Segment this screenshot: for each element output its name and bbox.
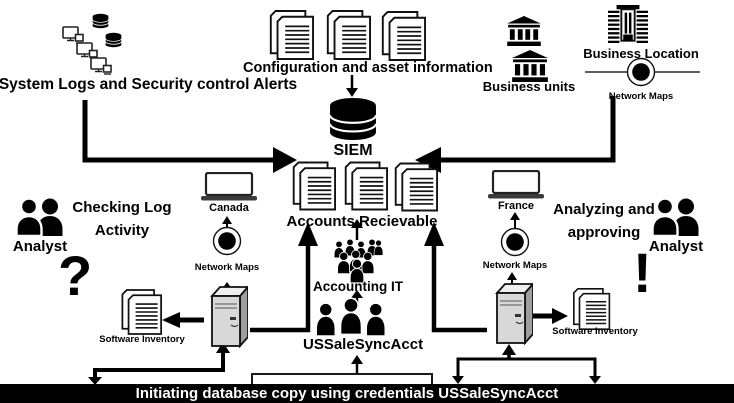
documents-icon <box>266 10 314 60</box>
accounts-receivable-label: Accounts Recievable <box>286 213 438 230</box>
documents-icon <box>341 161 388 211</box>
database-icon <box>105 30 122 50</box>
computer-icon <box>90 57 112 75</box>
software-inventory-left-label: Software Inventory <box>99 334 185 345</box>
documents-icon <box>289 161 336 211</box>
siem-label: SIEM <box>333 142 373 159</box>
france-label: France <box>497 200 535 212</box>
group-icon <box>315 297 386 337</box>
network-maps-label: Network Maps <box>482 260 548 271</box>
laptop-icon <box>200 172 258 202</box>
network-node-icon <box>210 224 244 258</box>
crowd-icon <box>333 238 384 284</box>
bank-icon <box>506 16 542 46</box>
accounting-it-label: Accounting IT <box>313 279 403 294</box>
bank-icon <box>511 50 549 82</box>
network-node-icon <box>624 55 658 89</box>
question-mark: ? <box>58 244 93 307</box>
canada-label: Canada <box>209 202 249 214</box>
system-logs-label: System Logs and Security control Alerts <box>0 76 298 93</box>
analyst-right-label: Analyst <box>648 238 704 255</box>
checking-log-activity-label: Checking Log Activity <box>72 199 172 239</box>
banner-bar: Initiating database copy using credentia… <box>0 384 734 403</box>
documents-icon <box>378 11 426 61</box>
software-inventory-right-label: Software Inventory <box>552 326 638 337</box>
analyst-people-icon <box>650 198 702 238</box>
network-maps-label: Network Maps <box>608 91 674 102</box>
server-icon <box>202 284 248 348</box>
analyst-left-label: Analyst <box>12 238 68 255</box>
laptop-icon <box>487 170 545 200</box>
siem-database-icon <box>328 97 378 141</box>
documents-icon <box>568 288 612 330</box>
documents-icon <box>323 10 371 60</box>
business-units-label: Business units <box>482 79 576 94</box>
documents-icon <box>118 289 162 335</box>
analyst-people-icon <box>14 198 66 238</box>
database-icon <box>92 11 109 31</box>
analyzing-approving-label: Analyzing and approving <box>553 201 655 241</box>
network-node-icon <box>498 225 532 259</box>
config-assets-label: Configuration and asset information <box>243 60 493 76</box>
network-maps-label: Network Maps <box>194 262 260 273</box>
building-icon <box>607 5 649 45</box>
server-icon <box>487 281 533 345</box>
exclamation-mark: ! <box>633 241 652 304</box>
business-location-label: Business Location <box>583 46 699 61</box>
ussalesyncacct-label: USSaleSyncAcct <box>303 336 424 353</box>
documents-icon <box>391 162 438 212</box>
banner-text: Initiating database copy using credentia… <box>135 385 559 402</box>
